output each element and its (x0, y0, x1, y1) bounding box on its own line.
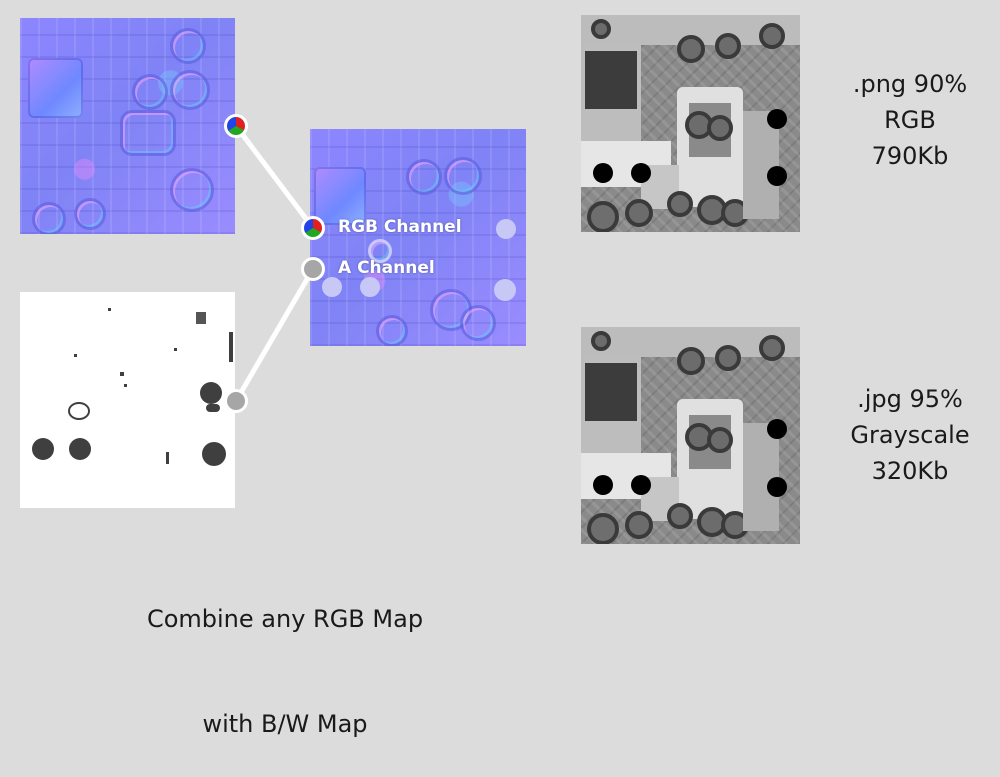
source-normal-map (20, 18, 235, 234)
a-channel-label: A Channel (338, 258, 435, 278)
connector-lines (233, 124, 316, 403)
png-format: .png 90% (852, 70, 968, 98)
rgb-output-node-icon[interactable] (224, 114, 248, 138)
caption-line-1: Combine any RGB Map (146, 605, 424, 633)
rgb-channel-label: RGB Channel (338, 217, 462, 237)
caption-line-2: with B/W Map (202, 710, 368, 738)
rgb-channel-input-node-icon[interactable] (301, 216, 325, 240)
combined-normal-map (310, 129, 526, 346)
alpha-connector-line (233, 267, 316, 403)
jpg-output-preview (581, 327, 800, 544)
rgb-connector-line (234, 124, 315, 230)
png-output-info: .png 90% RGB 790Kb (820, 66, 1000, 174)
alpha-output-node-icon[interactable] (224, 389, 248, 413)
a-channel-input-node-icon[interactable] (301, 257, 325, 281)
jpg-size: 320Kb (871, 457, 949, 485)
jpg-output-info: .jpg 95% Grayscale 320Kb (820, 381, 1000, 489)
png-size: 790Kb (871, 142, 949, 170)
png-mode: RGB (884, 106, 936, 134)
png-output-preview (581, 15, 800, 232)
combine-caption: Combine any RGB Map with B/W Map (90, 532, 480, 777)
jpg-format: .jpg 95% (857, 385, 963, 413)
jpg-mode: Grayscale (850, 421, 970, 449)
source-bw-map (20, 292, 235, 508)
